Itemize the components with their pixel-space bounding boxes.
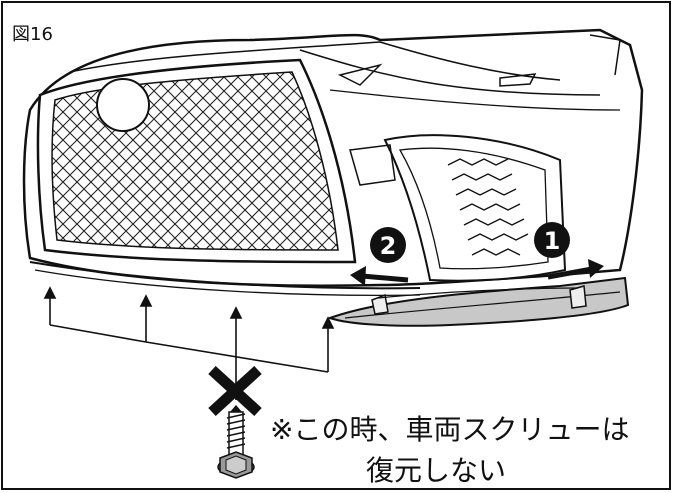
svg-text:1: 1 bbox=[544, 227, 561, 255]
step-1-arrow bbox=[547, 259, 604, 280]
lip-spoiler bbox=[327, 276, 630, 327]
screw-icon bbox=[217, 405, 255, 479]
note-line-2: 復元しない bbox=[366, 454, 507, 487]
figure-label: 図16 bbox=[12, 24, 53, 45]
step-badge-2: 2 bbox=[370, 227, 406, 263]
x-mark-icon bbox=[208, 365, 262, 417]
clip-left bbox=[371, 293, 389, 315]
clip-right bbox=[569, 285, 587, 309]
side-intake bbox=[383, 134, 567, 282]
step-badge-1: 1 bbox=[534, 222, 570, 258]
note-line-1: ※この時、車両スクリューは bbox=[270, 413, 630, 446]
svg-text:2: 2 bbox=[380, 232, 397, 260]
step-2-arrow bbox=[350, 266, 409, 286]
grille-mesh bbox=[51, 71, 339, 251]
emblem bbox=[96, 78, 150, 132]
screw-locations-bracket bbox=[43, 286, 335, 400]
